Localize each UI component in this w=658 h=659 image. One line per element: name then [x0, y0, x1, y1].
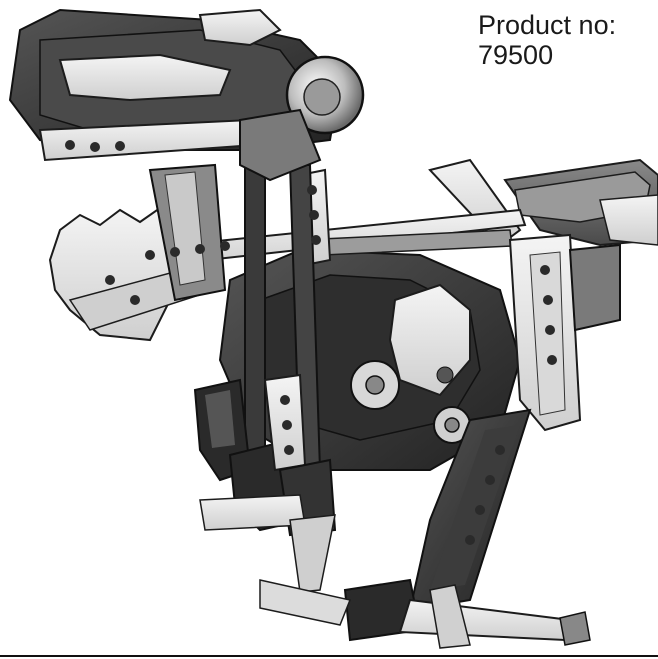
feet: [259, 578, 591, 649]
product-number-label: Product no:: [478, 10, 617, 40]
arms: [193, 373, 337, 593]
peg-holes: [65, 140, 557, 545]
product-number-value: 79500: [478, 40, 554, 70]
head: [8, 8, 365, 182]
product-label: Product no: 79500: [478, 10, 616, 70]
ground-line: [0, 655, 658, 657]
tail-section: [428, 158, 658, 247]
lower-jaw: [48, 163, 227, 342]
